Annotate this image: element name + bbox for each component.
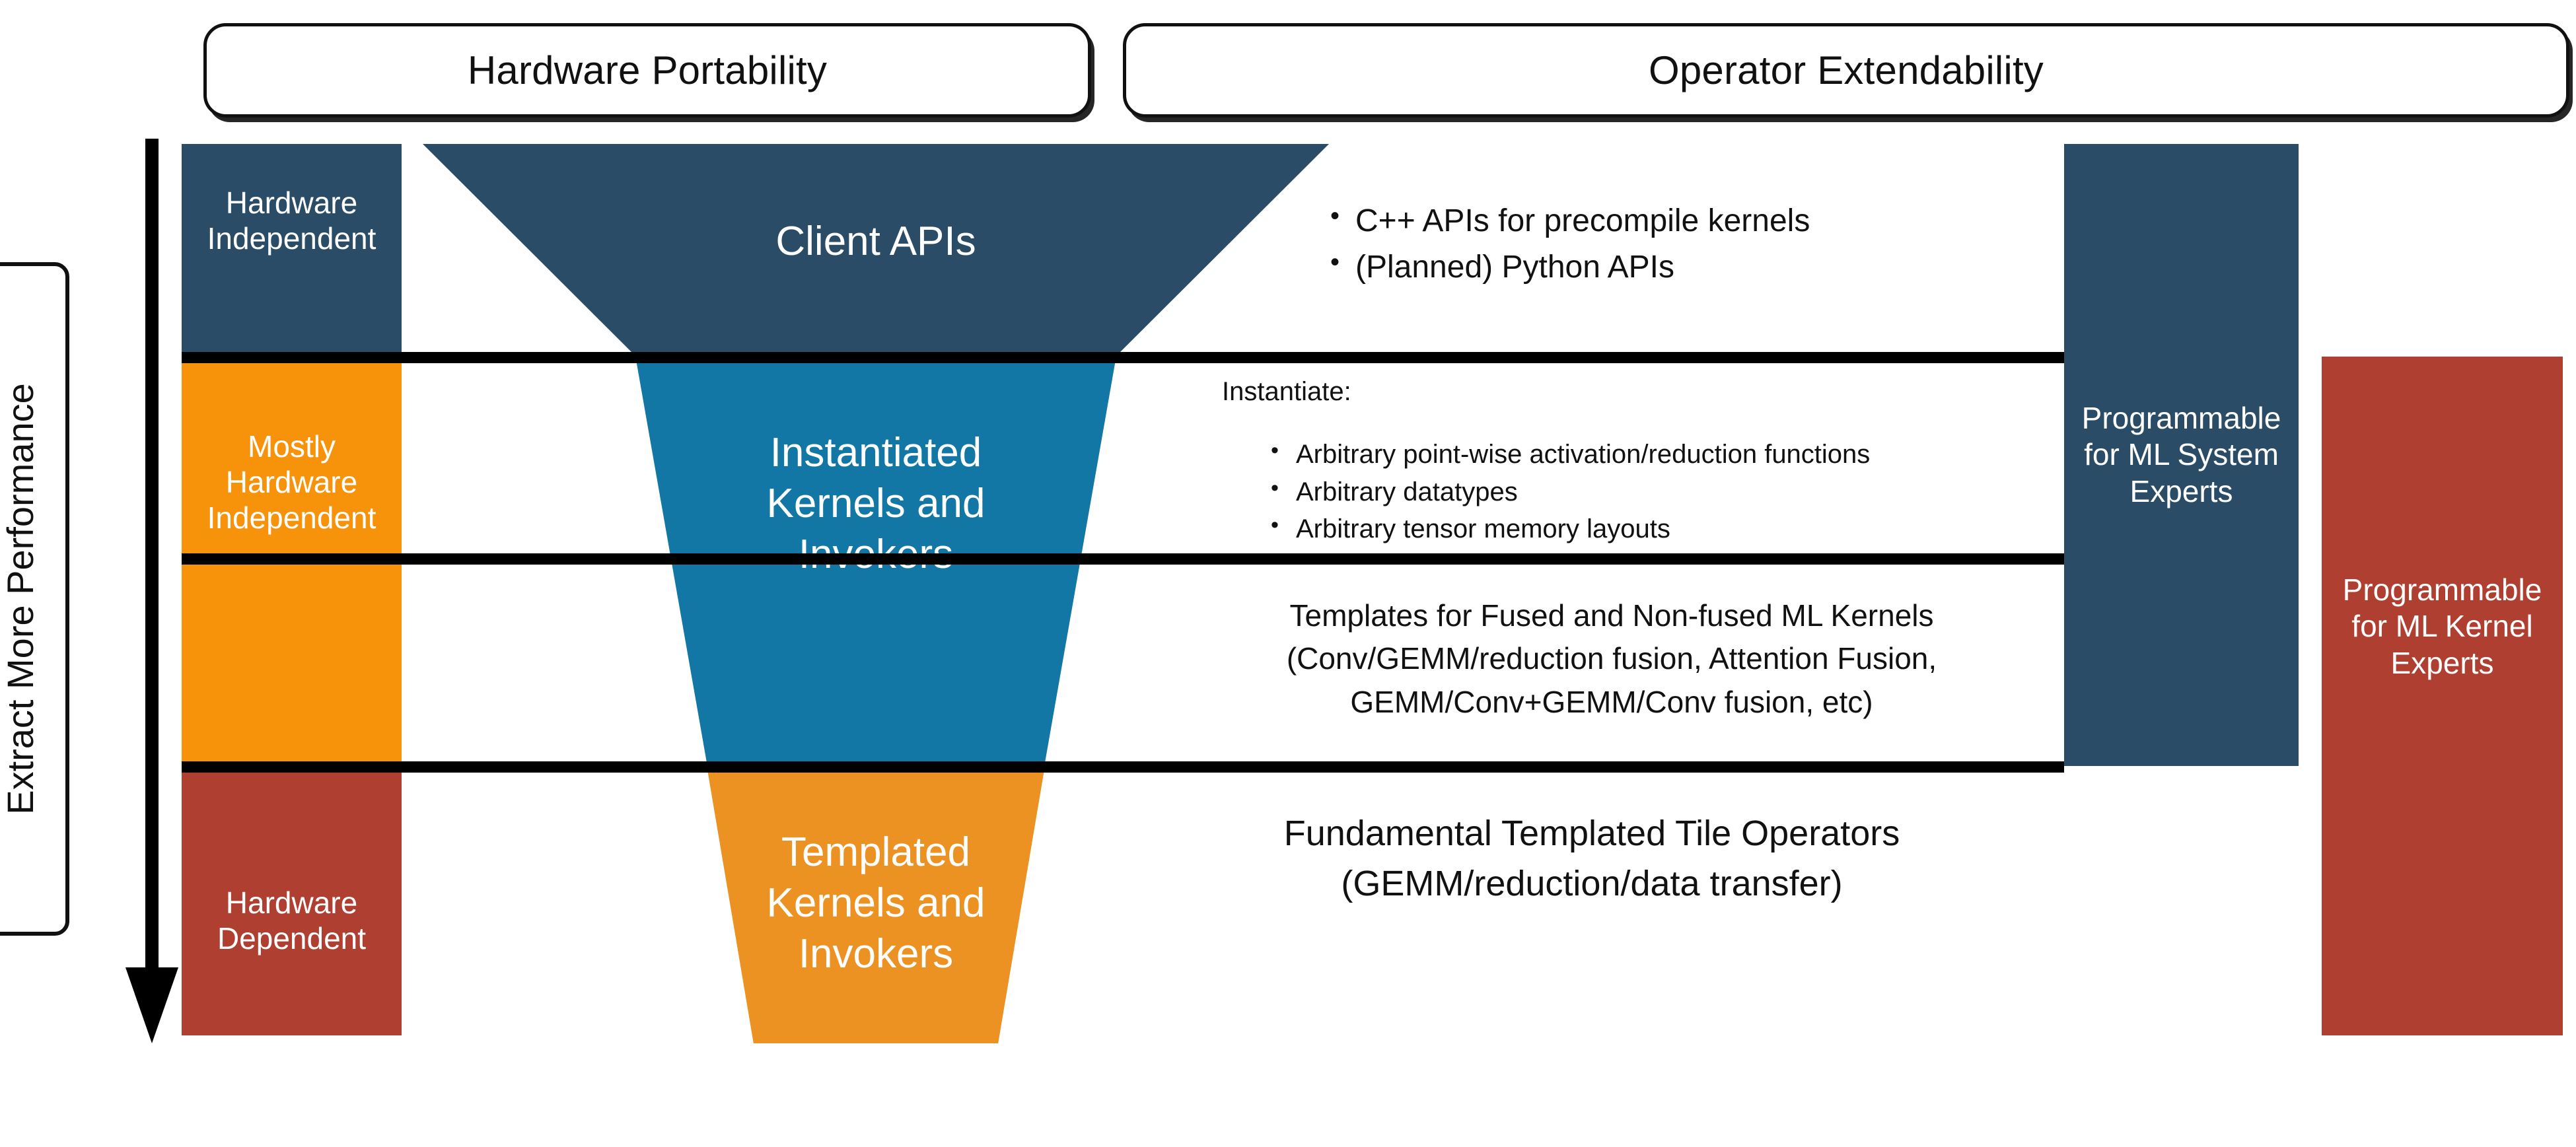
header-box-hardware-portability: Hardware Portability bbox=[203, 23, 1091, 118]
templated-kernels-line-1: Templates for Fused and Non-fused ML Ker… bbox=[1289, 598, 1934, 633]
description-client-apis: C++ APIs for precompile kernels (Planned… bbox=[1321, 197, 2048, 291]
list-item: Arbitrary point-wise activation/reductio… bbox=[1262, 434, 2061, 473]
templated-kernels-line-3: GEMM/Conv+GEMM/Conv fusion, etc) bbox=[1350, 684, 1873, 719]
templated-kernels-line-2: (Conv/GEMM/reduction fusion, Attention F… bbox=[1286, 641, 1937, 676]
description-tile-operators: Fundamental Templated Tile Operators (GE… bbox=[1123, 809, 2061, 909]
divider-line-1 bbox=[182, 352, 2064, 363]
description-templated-kernels: Templates for Fused and Non-fused ML Ker… bbox=[1176, 594, 2048, 724]
list-item: C++ APIs for precompile kernels bbox=[1321, 197, 2048, 244]
header-label-hardware-portability: Hardware Portability bbox=[467, 48, 828, 92]
instantiate-heading: Instantiate: bbox=[1222, 377, 1351, 406]
diagram-canvas: Hardware Portability Operator Extendabil… bbox=[0, 0, 2576, 1076]
divider-line-2 bbox=[182, 553, 2064, 565]
divider-line-3 bbox=[182, 761, 2064, 773]
down-arrow-icon bbox=[125, 139, 178, 1043]
list-item: Arbitrary datatypes bbox=[1262, 472, 2061, 511]
description-instantiated: Instantiate: Arbitrary point-wise activa… bbox=[1222, 373, 2061, 548]
header-box-operator-extendability: Operator Extendability bbox=[1123, 23, 2569, 118]
list-item: (Planned) Python APIs bbox=[1321, 243, 2048, 291]
performance-axis-box: Extract More Performance bbox=[0, 262, 69, 936]
header-label-operator-extendability: Operator Extendability bbox=[1648, 48, 2044, 92]
performance-axis-label: Extract More Performance bbox=[0, 383, 41, 815]
list-item: Arbitrary tensor memory layouts bbox=[1262, 509, 2061, 548]
client-apis-bullet-list: C++ APIs for precompile kernels (Planned… bbox=[1321, 197, 2048, 291]
funnel-label-0: Client APIs bbox=[775, 219, 976, 264]
tile-operators-line-2: (GEMM/reduction/data transfer) bbox=[1341, 863, 1843, 903]
tile-operators-line-1: Fundamental Templated Tile Operators bbox=[1283, 814, 1900, 853]
instantiate-bullet-list: Arbitrary point-wise activation/reductio… bbox=[1262, 434, 2061, 548]
